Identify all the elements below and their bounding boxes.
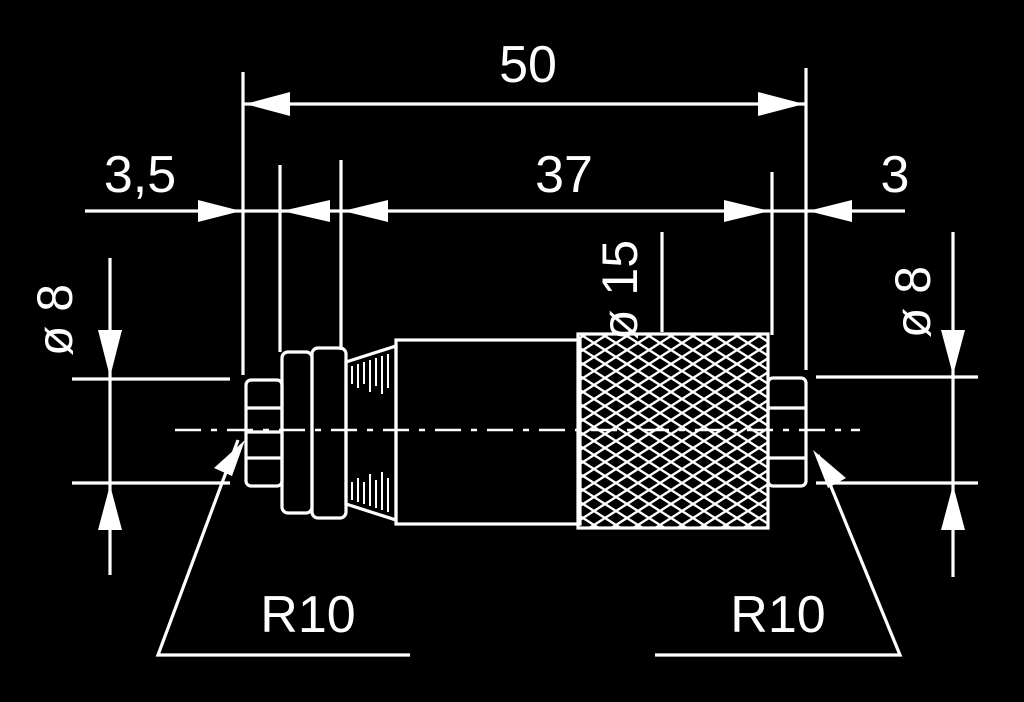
dim-left-collar: 3,5 (104, 146, 176, 204)
dim-diameter-right: ø 8 (885, 266, 941, 338)
ribbed-grip (351, 354, 389, 512)
dim-body-length: 37 (535, 146, 593, 204)
dim-overall-length: 50 (499, 36, 557, 94)
dim-diameter-left: ø 8 (27, 284, 83, 356)
dimension-lines (72, 68, 978, 657)
dim-right-collar: 3 (881, 146, 910, 204)
dim-diameter-15: ø 15 (592, 240, 648, 340)
radius-label-left: R10 (260, 586, 355, 644)
connector-outline (244, 338, 808, 526)
radius-label-right: R10 (730, 586, 825, 644)
arrowheads (98, 92, 965, 530)
